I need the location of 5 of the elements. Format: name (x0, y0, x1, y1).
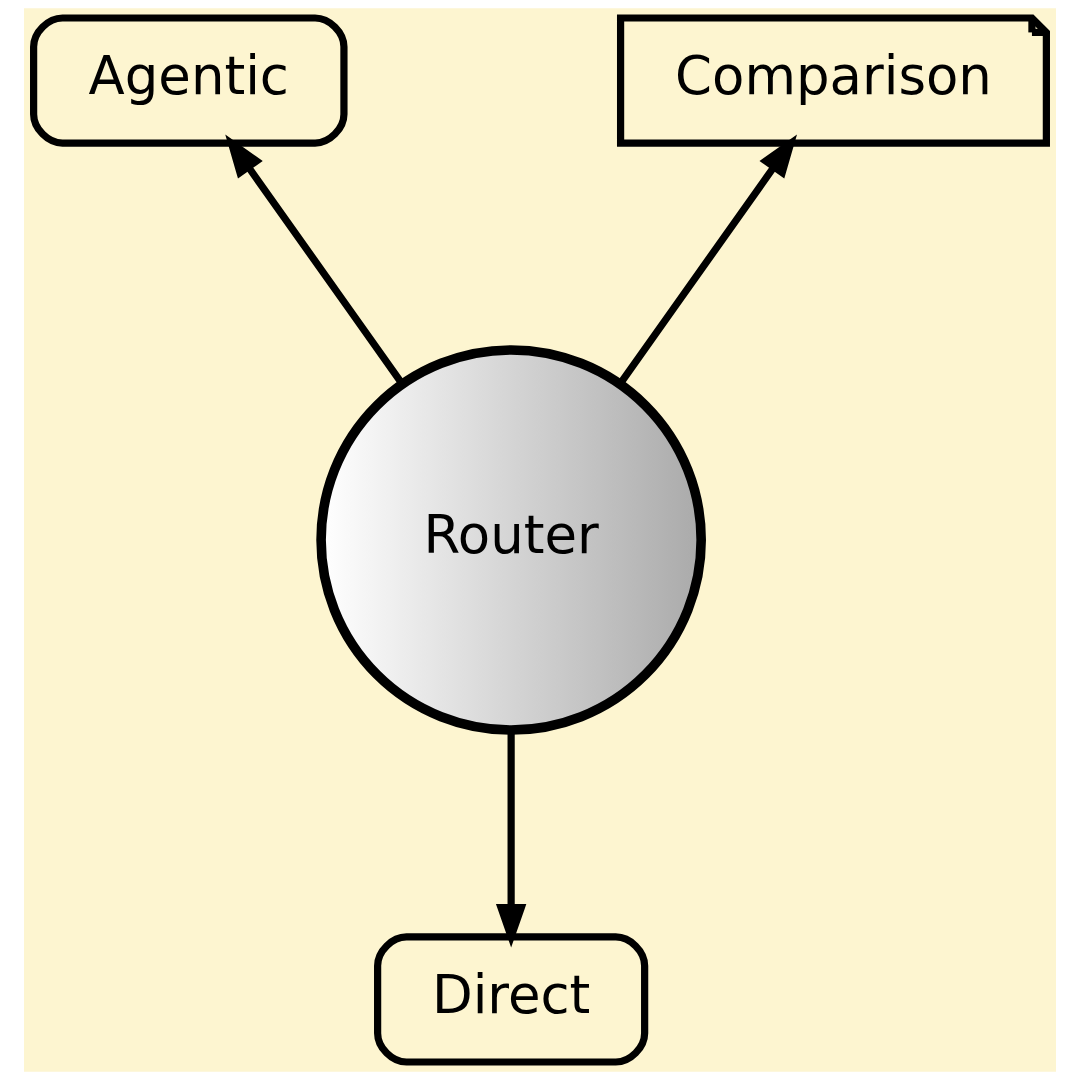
node-box: Direct (374, 933, 649, 1066)
node-box: Agentic (30, 14, 348, 147)
node-circle: Router (316, 345, 706, 735)
arrow (225, 134, 406, 386)
arrow (617, 134, 797, 386)
